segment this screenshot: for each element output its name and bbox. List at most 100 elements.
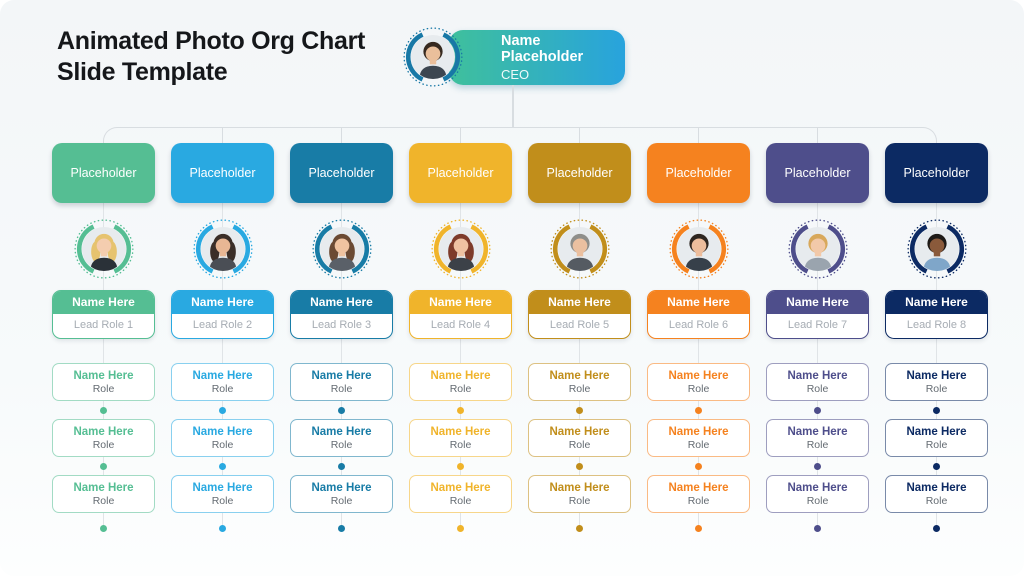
member-name: Name Here <box>549 482 610 494</box>
member-card[interactable]: Name Here Role <box>52 363 155 401</box>
member-card[interactable]: Name Here Role <box>290 363 393 401</box>
member-card[interactable]: Name Here Role <box>290 419 393 457</box>
member-role: Role <box>330 383 353 396</box>
member-role: Role <box>330 495 353 508</box>
member-card[interactable]: Name Here Role <box>647 419 750 457</box>
avatar[interactable] <box>309 216 375 282</box>
org-column: Placeholder Name Here Lead Role 3 <box>290 143 393 538</box>
member-card[interactable]: Name Here Role <box>766 419 869 457</box>
avatar[interactable] <box>428 216 494 282</box>
member-name: Name Here <box>906 426 967 438</box>
connector-stub <box>578 127 581 144</box>
member-card[interactable]: Name Here Role <box>766 363 869 401</box>
member-card[interactable]: Name Here Role <box>171 419 274 457</box>
department-placeholder[interactable]: Placeholder <box>52 143 155 203</box>
lead-role: Lead Role 7 <box>787 319 848 331</box>
member-name: Name Here <box>430 426 491 438</box>
member-card[interactable]: Name Here Role <box>647 363 750 401</box>
member-role: Role <box>211 439 234 452</box>
department-placeholder[interactable]: Placeholder <box>290 143 393 203</box>
lead-card[interactable]: Name Here Lead Role 5 <box>528 290 631 339</box>
lead-card[interactable]: Name Here Lead Role 3 <box>290 290 393 339</box>
member-card[interactable]: Name Here Role <box>171 475 274 513</box>
member-role: Role <box>568 495 591 508</box>
member-list: Name Here Role Name Here Role Name Here … <box>885 363 988 538</box>
avatar[interactable] <box>666 216 732 282</box>
avatar[interactable] <box>904 216 970 282</box>
department-placeholder[interactable]: Placeholder <box>528 143 631 203</box>
lead-card[interactable]: Name Here Lead Role 6 <box>647 290 750 339</box>
member-list: Name Here Role Name Here Role Name Here … <box>766 363 869 538</box>
connector-dot <box>457 462 464 470</box>
connector-stub <box>697 127 700 144</box>
connector-dot <box>576 406 583 414</box>
avatar[interactable] <box>785 216 851 282</box>
lead-role: Lead Role 5 <box>549 319 610 331</box>
member-card[interactable]: Name Here Role <box>766 475 869 513</box>
member-card[interactable]: Name Here Role <box>885 419 988 457</box>
member-name: Name Here <box>73 482 134 494</box>
member-name: Name Here <box>787 482 848 494</box>
member-card[interactable]: Name Here Role <box>528 363 631 401</box>
member-card[interactable]: Name Here Role <box>409 363 512 401</box>
lead-name: Name Here <box>529 291 630 314</box>
member-role: Role <box>449 439 472 452</box>
avatar[interactable] <box>71 216 137 282</box>
member-card[interactable]: Name Here Role <box>171 363 274 401</box>
member-role: Role <box>687 383 710 396</box>
org-column: Placeholder Name Here Lead Role 7 <box>766 143 869 538</box>
lead-role: Lead Role 1 <box>73 319 134 331</box>
lead-role: Lead Role 4 <box>430 319 491 331</box>
department-placeholder[interactable]: Placeholder <box>171 143 274 203</box>
ceo-card[interactable]: Name Placeholder CEO <box>449 30 625 85</box>
lead-name: Name Here <box>172 291 273 314</box>
avatar-ring-icon <box>668 219 729 279</box>
member-card[interactable]: Name Here Role <box>409 419 512 457</box>
department-placeholder[interactable]: Placeholder <box>885 143 988 203</box>
connector-dot <box>814 406 821 414</box>
member-card[interactable]: Name Here Role <box>885 475 988 513</box>
org-columns: Placeholder Name Here Lead Role 1 <box>52 143 988 538</box>
member-card[interactable]: Name Here Role <box>52 475 155 513</box>
org-column: Placeholder Name Here Lead Role 6 <box>647 143 750 538</box>
avatar-ring-icon <box>549 219 610 279</box>
member-role: Role <box>687 495 710 508</box>
department-placeholder[interactable]: Placeholder <box>409 143 512 203</box>
member-card[interactable]: Name Here Role <box>52 419 155 457</box>
connector-dot <box>695 462 702 470</box>
member-card[interactable]: Name Here Role <box>290 475 393 513</box>
member-name: Name Here <box>192 370 253 382</box>
connector-dot <box>338 525 345 532</box>
lead-name: Name Here <box>53 291 154 314</box>
member-name: Name Here <box>787 370 848 382</box>
lead-card[interactable]: Name Here Lead Role 1 <box>52 290 155 339</box>
member-role: Role <box>92 495 115 508</box>
member-card[interactable]: Name Here Role <box>647 475 750 513</box>
avatar[interactable] <box>547 216 613 282</box>
department-placeholder[interactable]: Placeholder <box>647 143 750 203</box>
avatar[interactable] <box>190 216 256 282</box>
member-list: Name Here Role Name Here Role Name Here … <box>409 363 512 538</box>
member-role: Role <box>92 439 115 452</box>
lead-card[interactable]: Name Here Lead Role 7 <box>766 290 869 339</box>
member-name: Name Here <box>549 426 610 438</box>
ceo-avatar[interactable] <box>400 24 466 90</box>
member-name: Name Here <box>906 482 967 494</box>
connector-dot <box>814 462 821 470</box>
lead-card[interactable]: Name Here Lead Role 8 <box>885 290 988 339</box>
lead-card[interactable]: Name Here Lead Role 4 <box>409 290 512 339</box>
member-card[interactable]: Name Here Role <box>528 419 631 457</box>
org-column: Placeholder Name Here Lead Role 8 <box>885 143 988 538</box>
member-card[interactable]: Name Here Role <box>409 475 512 513</box>
lead-card[interactable]: Name Here Lead Role 2 <box>171 290 274 339</box>
member-name: Name Here <box>73 370 134 382</box>
connector-stub <box>340 127 343 144</box>
member-card[interactable]: Name Here Role <box>885 363 988 401</box>
connector-stub <box>816 127 819 144</box>
member-name: Name Here <box>430 482 491 494</box>
member-card[interactable]: Name Here Role <box>528 475 631 513</box>
member-role: Role <box>568 439 591 452</box>
connector-dot <box>338 462 345 470</box>
department-placeholder[interactable]: Placeholder <box>766 143 869 203</box>
member-role: Role <box>92 383 115 396</box>
